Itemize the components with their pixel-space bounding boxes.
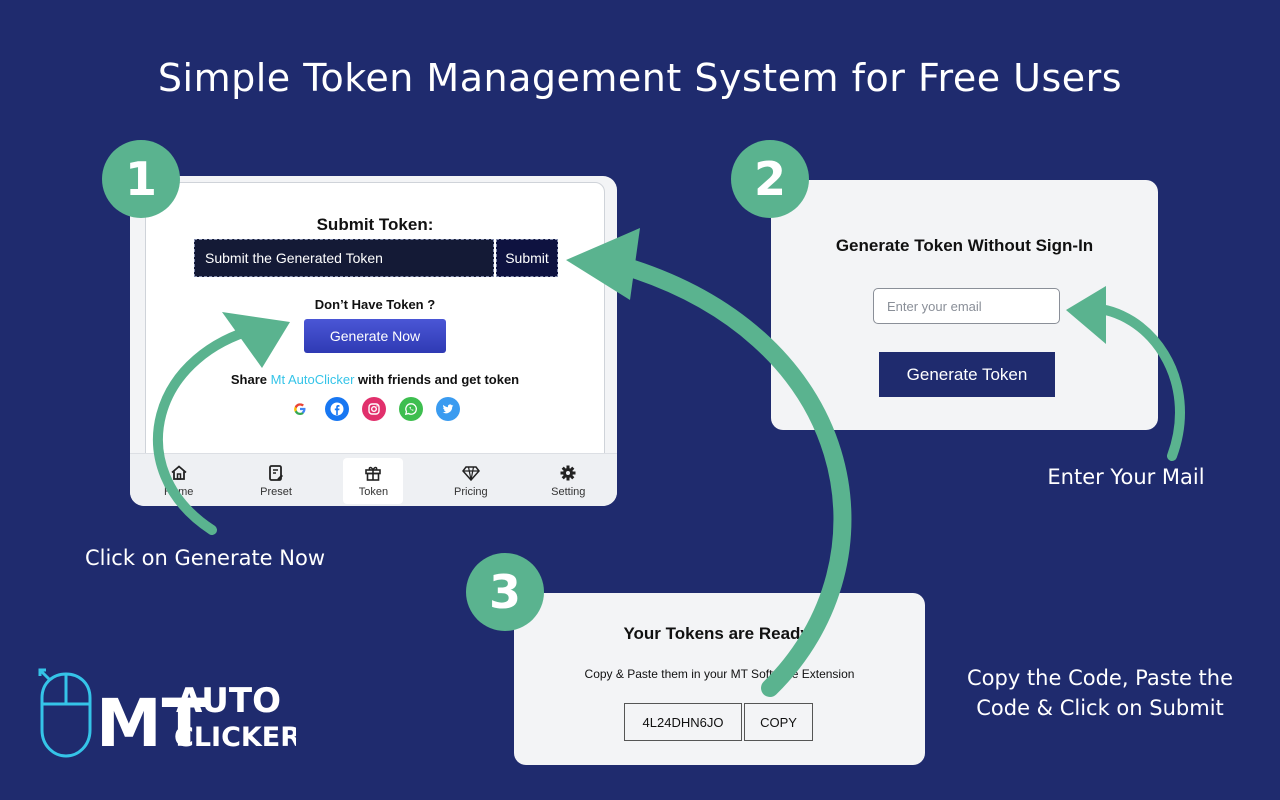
nav-label-setting: Setting [551, 486, 586, 498]
step-1-caption: Click on Generate Now [84, 546, 326, 570]
twitter-icon[interactable] [436, 397, 460, 421]
step-2-badge: 2 [731, 140, 809, 218]
whatsapp-icon[interactable] [399, 397, 423, 421]
facebook-icon[interactable] [325, 397, 349, 421]
diamond-icon [461, 466, 480, 482]
mouse-cursor-icon [38, 668, 92, 758]
token-code[interactable]: 4L24DHN6JO [624, 703, 742, 741]
dont-have-token-text: Don’t Have Token ? [314, 297, 436, 312]
mt-autoclicker-logo: MT AUTO CLICKER [38, 668, 296, 760]
submit-token-title: Submit Token: [316, 215, 434, 234]
nav-item-preset[interactable]: Preset [246, 458, 306, 504]
share-brand-link[interactable]: Mt AutoClicker [270, 372, 355, 387]
nav-item-home[interactable]: Home [149, 458, 209, 504]
preset-icon [269, 465, 284, 481]
submit-button[interactable]: Submit [496, 239, 558, 277]
page-headline: Simple Token Management System for Free … [157, 56, 1123, 100]
tokens-ready-subtitle: Copy & Paste them in your MT Software Ex… [584, 667, 855, 681]
step-3-caption-line2: Code & Click on Submit [976, 696, 1224, 720]
gift-icon [365, 466, 382, 481]
copy-button[interactable]: COPY [744, 703, 813, 741]
nav-label-pricing: Pricing [454, 486, 488, 498]
step-1-badge: 1 [102, 140, 180, 218]
generate-token-title: Generate Token Without Sign-In [835, 236, 1094, 255]
step-2-caption: Enter Your Mail [1047, 465, 1205, 489]
step-3-caption: Copy the Code, Paste the Code & Click on… [945, 663, 1255, 723]
nav-item-setting[interactable]: Setting [538, 458, 598, 504]
token-input-group: Submit [194, 239, 558, 277]
nav-item-pricing[interactable]: Pricing [441, 458, 501, 504]
google-icon[interactable] [288, 397, 312, 421]
nav-label-preset: Preset [260, 486, 292, 498]
instagram-icon[interactable] [362, 397, 386, 421]
generate-now-button[interactable]: Generate Now [304, 319, 446, 353]
nav-label-token: Token [358, 486, 389, 498]
logo-line1: AUTO [176, 681, 281, 721]
social-share-row [288, 397, 460, 421]
generate-token-panel: Generate Token Without Sign-In Generate … [771, 180, 1158, 430]
tokens-ready-title: Your Tokens are Ready! [623, 624, 816, 643]
generate-token-button[interactable]: Generate Token [879, 352, 1055, 397]
gear-icon [560, 465, 576, 481]
nav-item-token[interactable]: Token [343, 457, 404, 504]
home-icon [171, 465, 187, 480]
step-3-badge: 3 [466, 553, 544, 631]
tokens-ready-panel: Your Tokens are Ready! Copy & Paste them… [514, 593, 925, 765]
email-input[interactable] [873, 288, 1060, 324]
bottom-nav: Home Preset Token Pricing Setting [130, 453, 617, 506]
submit-token-panel: Submit Token: Submit Don’t Have Token ? … [130, 176, 617, 506]
nav-label-home: Home [164, 486, 194, 498]
logo-line2: CLICKER [174, 722, 296, 753]
share-text: Share Mt AutoClicker with friends and ge… [146, 372, 604, 387]
token-input[interactable] [194, 239, 494, 277]
share-suffix: with friends and get token [354, 372, 520, 387]
share-prefix: Share [230, 372, 271, 387]
step-3-caption-line1: Copy the Code, Paste the [966, 666, 1234, 690]
logo-mark: MT [96, 685, 207, 760]
